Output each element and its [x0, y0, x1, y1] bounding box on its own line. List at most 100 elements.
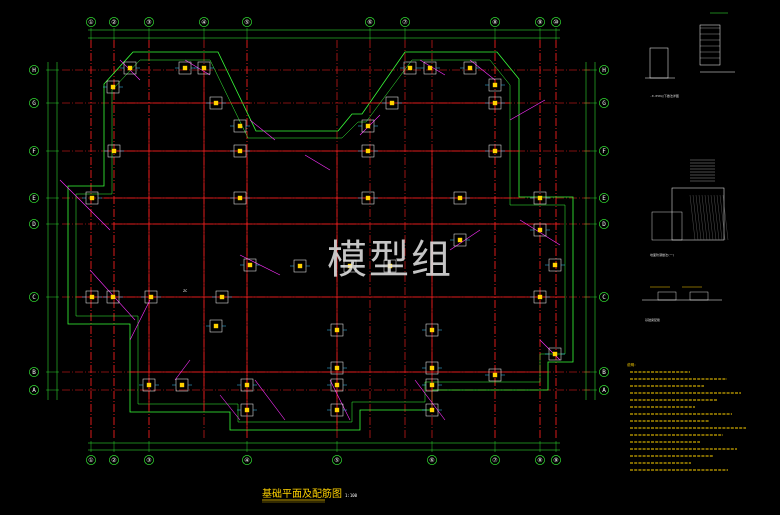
- diagonal-leader: [414, 379, 446, 421]
- column-core: [213, 100, 219, 106]
- grid-bubble-bottom-circle: [144, 455, 154, 465]
- diagonal-leader: [509, 99, 546, 121]
- waterproof-hatch: [692, 194, 699, 241]
- column-core: [237, 148, 243, 154]
- column-core: [237, 123, 243, 129]
- grid-bubble-bottom-circle: [86, 455, 96, 465]
- grid-bubble-top-circle: [144, 17, 154, 27]
- grid-bubble-bottom-text: ④: [244, 457, 249, 464]
- column-core: [111, 148, 117, 154]
- grid-bubble-left-circle: [29, 292, 39, 302]
- grid-bubble-right-circle: [599, 193, 609, 203]
- grid-bubble-top-text: ②: [111, 19, 116, 26]
- diagonal-leader: [174, 359, 191, 381]
- grid-bubble-bottom-text: ⑨: [553, 457, 558, 464]
- grid-bubble-bottom-circle: [242, 455, 252, 465]
- foundation-beams: [76, 70, 565, 430]
- column-core: [244, 382, 250, 388]
- strip-label: 基础梁配筋: [645, 317, 660, 322]
- waterproof-hatch: [704, 194, 711, 241]
- column-core: [429, 382, 435, 388]
- grid-bubble-right-text: A: [602, 387, 606, 394]
- grid-bubble-right-text: E: [602, 195, 606, 202]
- grid-bubble-bottom-circle: [490, 455, 500, 465]
- diagonal-leader: [184, 59, 211, 76]
- grid-bubble-bottom-text: ⑥: [429, 457, 434, 464]
- grid-bubble-top-circle: [490, 17, 500, 27]
- column-core: [427, 65, 433, 71]
- grid-bubble-top-circle: [109, 17, 119, 27]
- column-core: [552, 262, 558, 268]
- column-core: [537, 294, 543, 300]
- grid-bubble-bottom-circle: [551, 455, 561, 465]
- column-core: [365, 123, 371, 129]
- grid-bubble-top-text: ③: [146, 19, 151, 26]
- drawing-title-block: 基础平面及配筋图 1:100: [262, 487, 358, 503]
- outline-outer: [67, 51, 574, 431]
- grid-bubble-left-text: D: [32, 221, 36, 228]
- grid-bubble-left-circle: [29, 65, 39, 75]
- column-core: [492, 372, 498, 378]
- column-core: [247, 262, 253, 268]
- grid-bubble-left-text: A: [32, 387, 36, 394]
- grid-bubble-top-text: ⑧: [492, 19, 497, 26]
- grid-bubble-top-circle: [535, 17, 545, 27]
- column-core: [492, 82, 498, 88]
- column-core: [537, 195, 543, 201]
- column-core: [297, 263, 303, 269]
- waterproof-hatch: [698, 194, 705, 241]
- grid-bubble-bottom-circle: [332, 455, 342, 465]
- grid-bubble-bottom-circle: [427, 455, 437, 465]
- grid-bubble-left-text: G: [32, 100, 36, 107]
- column-core: [89, 294, 95, 300]
- grid-bubble-top-text: ①: [88, 19, 93, 26]
- grid-bubble-right-circle: [599, 385, 609, 395]
- column-core: [148, 294, 154, 300]
- column-core: [429, 327, 435, 333]
- column-core: [537, 227, 543, 233]
- grid-bubble-left-text: C: [32, 294, 36, 301]
- diagonal-leader: [304, 154, 331, 171]
- diagonal-leader: [449, 229, 481, 251]
- column-core: [552, 351, 558, 357]
- detail-wall-box: [699, 24, 721, 66]
- diagonal-leader: [59, 179, 111, 231]
- column-core: [244, 407, 250, 413]
- grid-bubble-right-text: C: [602, 294, 606, 301]
- column-core: [334, 327, 340, 333]
- strip-box: [689, 291, 709, 301]
- waterproof-label: 地面防潮做法(一): [650, 252, 675, 257]
- column-core: [219, 294, 225, 300]
- column-core: [146, 382, 152, 388]
- diagonal-leader: [519, 219, 561, 246]
- grid-bubble-top-circle: [400, 17, 410, 27]
- grid-bubble-right-text: G: [602, 100, 606, 107]
- column-core: [334, 365, 340, 371]
- grid-bubble-top-text: ④: [201, 19, 206, 26]
- grid-bubble-bottom-text: ⑦: [492, 457, 497, 464]
- column-core: [89, 195, 95, 201]
- column-footings: [82, 61, 565, 417]
- waterproof-hatch: [689, 194, 696, 241]
- waterproof-hatch: [713, 194, 720, 241]
- waterproof-hatch: [710, 194, 717, 241]
- column-core: [334, 407, 340, 413]
- grid-bubble-bottom-circle: [535, 455, 545, 465]
- grid-bubble-left-text: F: [32, 148, 36, 155]
- grid-bubble-right-text: B: [602, 369, 606, 376]
- column-core: [127, 65, 133, 71]
- waterproof-hatch: [707, 194, 714, 241]
- grid-bubble-top-text: ⑦: [402, 19, 407, 26]
- grid-bubble-left-circle: [29, 98, 39, 108]
- waterproof-floor: [651, 211, 683, 241]
- waterproof-hatch: [701, 194, 708, 241]
- column-core: [429, 365, 435, 371]
- grid-bubble-right-circle: [599, 219, 609, 229]
- column-core: [365, 148, 371, 154]
- grid-bubble-right-text: D: [602, 221, 606, 228]
- diagonal-leader: [329, 379, 351, 421]
- grid-bubble-top-text: ⑤: [244, 19, 249, 26]
- grid-bubble-top-circle: [551, 17, 561, 27]
- grid-bubble-left-text: B: [32, 369, 36, 376]
